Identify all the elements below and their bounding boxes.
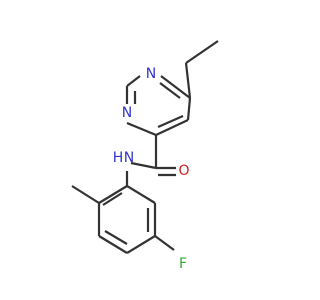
- bond-benzene-c3-c4: [98, 235, 128, 254]
- atom-f-label: F: [179, 256, 187, 272]
- bond-benzene-c1-c2-double: [102, 192, 123, 206]
- atom-nh-label: N: [124, 150, 134, 166]
- bond-ethyl-ch2-ring: [184, 62, 192, 99]
- bond-benzene-c6-c1: [126, 185, 156, 204]
- bond-ring-n1-c2: [126, 75, 141, 87]
- bond-ring-c6-n1-double: [159, 82, 181, 99]
- molecule-structure-diagram: N N N H O F: [71, 40, 219, 272]
- bond-carbonyl-nh: [130, 161, 157, 170]
- atom-o-label: O: [178, 163, 189, 179]
- bond-benzene-c3-c4-double: [104, 230, 128, 245]
- atom-nh-hydrogen-label: H: [113, 150, 124, 166]
- bond-fluorine: [154, 235, 175, 251]
- bond-ring-c4-c5-double: [157, 114, 184, 129]
- atom-n2-label: N: [122, 105, 132, 121]
- bond-ring-c6-n1: [160, 75, 191, 99]
- bond-ring-c4-c5: [155, 119, 189, 136]
- bond-ethyl-ch3-ch2: [185, 40, 219, 64]
- atom-n1-label: N: [146, 66, 156, 82]
- bond-benzene-c1-c2: [98, 185, 128, 204]
- bond-ring-c5-c6: [186, 97, 192, 121]
- bond-ring-n3-c4: [126, 121, 157, 137]
- bond-methyl: [71, 185, 100, 204]
- bond-benzene-c4-c5: [126, 235, 156, 254]
